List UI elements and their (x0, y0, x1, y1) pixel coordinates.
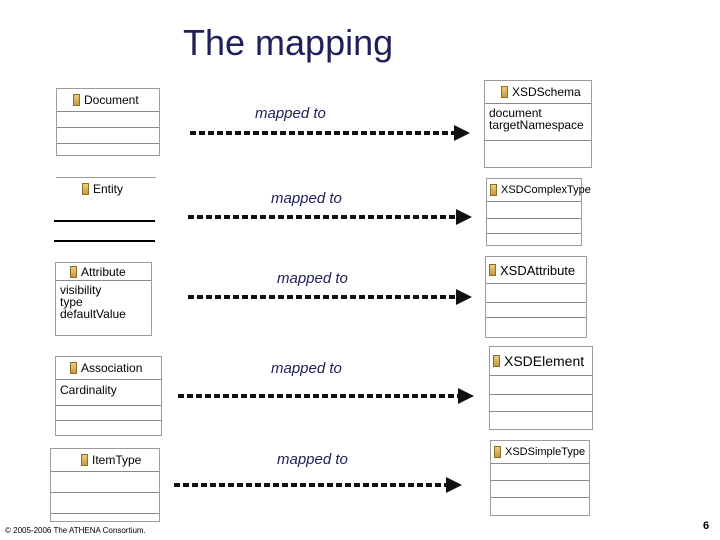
class-icon (82, 183, 89, 195)
xsd-element-class-box: XSDElement (489, 346, 593, 430)
class-name: ItemType (92, 453, 142, 467)
attribute-compartment (487, 202, 581, 219)
attribute-list: document targetNamespace (485, 104, 591, 141)
class-icon (493, 355, 500, 367)
attribute-class-box: Attribute visibility type defaultValue (55, 262, 152, 336)
mapping-label: mapped to (255, 105, 326, 122)
xsd-attribute-class-box: XSDAttribute (485, 256, 587, 338)
class-icon (494, 446, 501, 458)
itemtype-class-box: ItemType (50, 448, 160, 522)
class-icon (70, 265, 77, 278)
dashed-line (178, 394, 458, 398)
attribute-item: type (60, 295, 83, 309)
attribute-compartment (57, 112, 159, 128)
operation-compartment (490, 395, 592, 412)
arrowhead-icon (456, 209, 472, 225)
class-icon (73, 94, 80, 106)
xsd-simple-type-class-box: XSDSimpleType (490, 440, 590, 516)
class-name: XSDAttribute (500, 262, 576, 278)
dashed-line (174, 483, 446, 487)
operation-compartment (487, 219, 581, 234)
class-icon (81, 454, 88, 466)
mapping-label: mapped to (277, 451, 348, 468)
attribute-compartment (491, 464, 589, 481)
attribute-compartment (51, 472, 159, 493)
mapping-arrow (188, 209, 472, 225)
attribute-item: defaultValue (60, 307, 126, 321)
class-icon (501, 86, 508, 98)
dashed-line (188, 215, 456, 219)
xsd-complex-type-class-box: XSDComplexType (486, 178, 591, 246)
attribute-item: targetNamespace (489, 118, 584, 132)
document-class-box: Document (56, 88, 160, 156)
class-name: Attribute (81, 264, 126, 279)
class-name: XSDSchema (512, 85, 581, 99)
xsd-schema-class-box: XSDSchema document targetNamespace (484, 80, 592, 168)
class-name: XSDComplexType (501, 184, 591, 196)
operation-compartment (51, 493, 159, 514)
entity-compartment-line (54, 240, 155, 242)
arrowhead-icon (446, 477, 462, 493)
mapping-label: mapped to (277, 270, 348, 287)
attribute-item: visibility (60, 283, 102, 297)
class-name: Entity (93, 182, 124, 196)
mapping-arrow (174, 477, 462, 493)
dashed-line (188, 295, 456, 299)
operation-compartment (56, 406, 161, 421)
mapping-arrow (178, 388, 474, 404)
attribute-compartment (490, 376, 592, 395)
entity-compartment-line (54, 220, 155, 222)
copyright-footer: © 2005-2006 The ATHENA Consortium. (5, 526, 146, 535)
entity-class-box: Entity (56, 177, 156, 221)
association-class-box: Association Cardinality (55, 356, 162, 436)
dashed-line (190, 131, 454, 135)
class-icon (70, 362, 77, 374)
operation-compartment (57, 128, 159, 144)
attribute-list: visibility type defaultValue (56, 281, 151, 323)
page-number: 6 (703, 520, 710, 532)
operation-compartment (491, 481, 589, 498)
operation-compartment (486, 303, 586, 318)
class-icon (490, 184, 497, 196)
attribute-item: document (489, 106, 542, 120)
class-name: Association (81, 361, 143, 375)
class-name: XSDSimpleType (505, 446, 586, 458)
arrowhead-icon (456, 289, 472, 305)
attribute-compartment (486, 284, 586, 303)
class-name: Document (84, 93, 139, 107)
mapping-arrow (190, 125, 470, 141)
attribute-item: Cardinality (60, 383, 117, 397)
attribute-list: Cardinality (56, 380, 161, 406)
arrowhead-icon (458, 388, 474, 404)
class-icon (489, 264, 496, 276)
mapping-label: mapped to (271, 190, 342, 207)
arrowhead-icon (454, 125, 470, 141)
mapping-arrow (188, 289, 472, 305)
mapping-label: mapped to (271, 360, 342, 377)
page-title: The mapping (183, 22, 394, 63)
class-name: XSDElement (504, 353, 585, 369)
